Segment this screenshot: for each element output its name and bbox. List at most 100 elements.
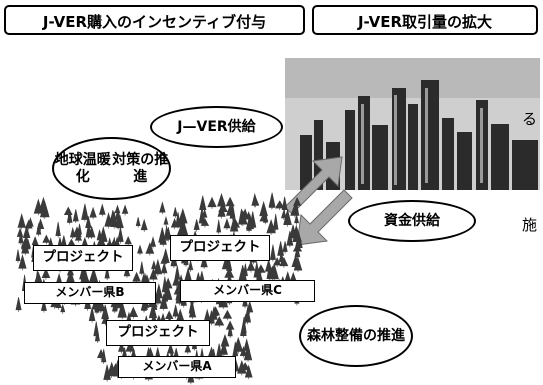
tree-mark	[220, 333, 230, 349]
tree-mark	[266, 218, 276, 235]
tree-mark	[246, 300, 254, 315]
member-prefecture-a: メンバー県A	[118, 356, 236, 378]
tree-mark	[293, 256, 303, 273]
tree-mark	[294, 246, 301, 259]
tree-mark	[264, 258, 273, 274]
tree-mark	[41, 267, 51, 280]
tree-mark	[227, 323, 233, 338]
tree-mark	[69, 226, 76, 240]
tree-mark	[101, 304, 110, 321]
tree-mark	[17, 212, 26, 230]
tree-mark	[163, 215, 169, 227]
tree-mark	[170, 217, 179, 230]
tree-mark	[268, 192, 276, 209]
tree-mark	[242, 263, 248, 278]
tree-mark	[184, 343, 192, 355]
forest-line-2: 推進	[377, 327, 405, 344]
tree-mark	[198, 208, 205, 226]
tree-mark	[42, 234, 51, 245]
tree-mark	[207, 196, 217, 209]
tree-mark	[229, 216, 239, 234]
tree-mark	[89, 206, 97, 220]
project-box-c: プロジェクト	[170, 235, 270, 261]
tree-mark	[72, 209, 79, 224]
fund-supply-ellipse: 資金供給	[348, 200, 476, 242]
tree-mark	[279, 256, 289, 268]
tree-mark	[98, 203, 106, 217]
tree-mark	[243, 313, 249, 324]
tree-mark	[282, 241, 288, 254]
tree-mark	[153, 258, 163, 276]
tree-mark	[272, 213, 279, 232]
tree-mark	[125, 340, 136, 354]
tree-mark	[273, 257, 282, 268]
tree-mark	[20, 236, 31, 250]
tree-mark	[246, 261, 256, 273]
tree-mark	[148, 302, 158, 320]
tree-mark	[159, 293, 168, 311]
tree-mark	[251, 192, 259, 208]
tree-mark	[281, 196, 288, 212]
tree-mark	[163, 229, 172, 241]
tree-mark	[290, 203, 300, 218]
tree-mark	[88, 307, 96, 323]
tree-mark	[66, 209, 73, 225]
tree-mark	[16, 227, 24, 239]
tree-mark	[110, 211, 118, 229]
tree-mark	[216, 219, 222, 235]
tree-mark	[177, 218, 184, 230]
tree-mark	[140, 218, 148, 232]
tree-mark	[243, 338, 250, 353]
tree-mark	[85, 223, 92, 240]
global-warming-line-1: 地球温暖化	[54, 152, 111, 185]
tree-mark	[94, 328, 100, 343]
tree-mark	[145, 242, 155, 256]
tree-mark	[117, 227, 124, 244]
tree-mark	[218, 203, 228, 214]
tree-mark	[150, 236, 157, 249]
tree-mark	[158, 227, 167, 245]
tree-mark	[211, 307, 219, 318]
member-prefecture-c: メンバー県C	[180, 280, 315, 302]
tree-mark	[36, 218, 45, 231]
tree-mark	[217, 192, 226, 209]
tree-mark	[114, 204, 121, 215]
tree-mark	[15, 249, 21, 263]
tree-mark	[239, 346, 248, 358]
tree-mark	[240, 321, 247, 338]
project-box-a: プロジェクト	[106, 320, 210, 346]
tree-mark	[223, 218, 231, 230]
text-fragment-1: る	[522, 110, 538, 128]
forest-line-1: 森林整備の	[307, 327, 377, 344]
tree-mark	[139, 261, 145, 276]
tree-mark	[249, 211, 257, 230]
header-incentive: J-VER購入のインセンティブ付与	[4, 5, 305, 35]
jver-supply-ellipse: J—VER供給	[150, 106, 283, 148]
tree-mark	[55, 221, 61, 238]
tree-mark	[241, 208, 249, 221]
tree-mark	[104, 212, 113, 229]
tree-mark	[15, 297, 22, 312]
tree-mark	[172, 274, 181, 288]
tree-mark	[172, 304, 179, 319]
tree-mark	[269, 244, 276, 262]
tree-mark	[289, 224, 297, 240]
city-image	[285, 58, 540, 190]
tree-mark	[22, 225, 31, 240]
tree-mark	[233, 336, 244, 354]
tree-mark	[226, 203, 235, 218]
project-box-b: プロジェクト	[33, 245, 133, 271]
tree-mark	[199, 195, 207, 212]
tree-mark	[140, 300, 149, 312]
tree-mark	[277, 241, 285, 258]
tree-mark	[274, 200, 285, 211]
tree-mark	[162, 283, 173, 302]
header-volume: J-VER取引量の拡大	[312, 5, 538, 35]
tree-mark	[188, 299, 196, 316]
tree-mark	[18, 253, 27, 271]
tree-mark	[137, 244, 143, 256]
global-warming-ellipse: 地球温暖化 対策の推進	[52, 137, 171, 200]
tree-mark	[81, 203, 89, 222]
tree-mark	[214, 316, 225, 328]
